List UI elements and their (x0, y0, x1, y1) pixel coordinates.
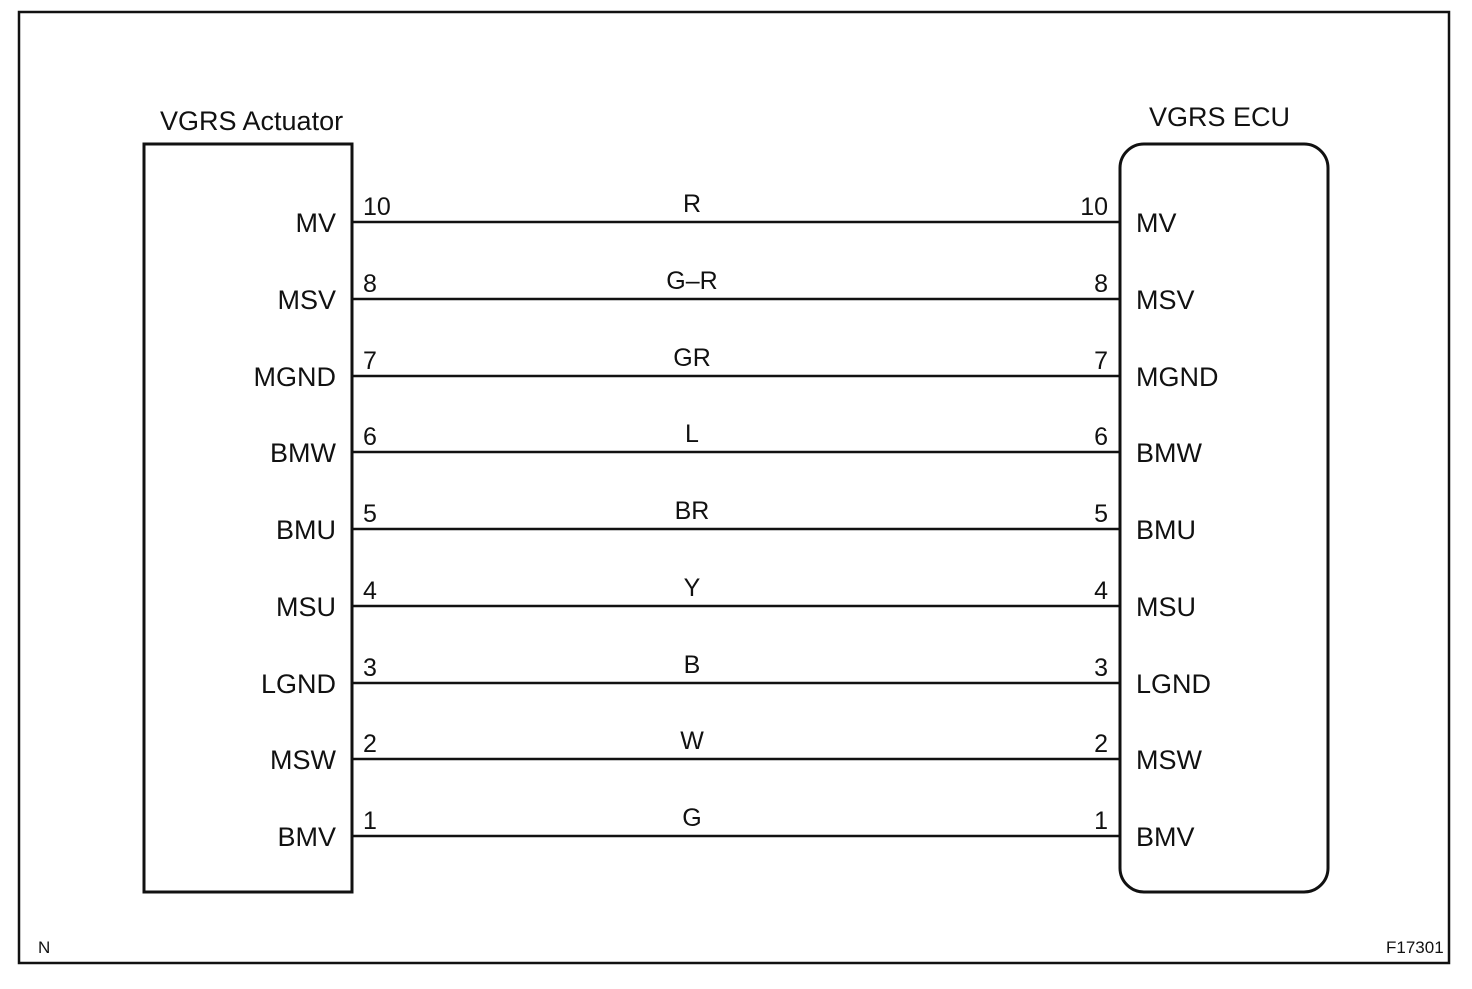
actuator-box (142, 142, 354, 894)
ecu-pin-number: 6 (1094, 423, 1108, 451)
ecu-pin-number: 1 (1094, 807, 1108, 835)
actuator-pin-number: 7 (363, 347, 377, 375)
wire-color-code: L (685, 420, 699, 448)
actuator-terminal-label: MSW (270, 745, 337, 775)
ecu-pin-number: 7 (1094, 347, 1108, 375)
ecu-terminal-label: MSV (1136, 285, 1195, 315)
ecu-pin-number: 8 (1094, 270, 1108, 298)
actuator-pin-number: 4 (363, 577, 377, 605)
wire-color-code: G (682, 804, 701, 832)
actuator-pin-number: 2 (363, 730, 377, 758)
wire-color-code: GR (673, 344, 711, 372)
actuator-terminal-label: MV (296, 208, 337, 238)
actuator-pin-number: 5 (363, 500, 377, 528)
figure-id: F17301 (1386, 938, 1444, 957)
corner-mark: N (38, 938, 50, 957)
actuator-terminal-label: BMU (276, 515, 336, 545)
actuator-terminal-label: BMW (270, 438, 337, 468)
ecu-terminal-label: BMV (1136, 822, 1195, 852)
ecu-pin-number: 5 (1094, 500, 1108, 528)
ecu-terminal-label: BMW (1136, 438, 1203, 468)
wire-color-code: W (680, 727, 704, 755)
ecu-terminal-label: MSU (1136, 592, 1196, 622)
actuator-terminal-label: LGND (261, 669, 336, 699)
actuator-title: VGRS Actuator (160, 106, 343, 136)
ecu-pin-number: 2 (1094, 730, 1108, 758)
actuator-terminal-label: MGND (254, 362, 337, 392)
actuator-pin-number: 3 (363, 654, 377, 682)
actuator-terminal-label: BMV (277, 822, 336, 852)
ecu-terminal-label: MSW (1136, 745, 1203, 775)
ecu-terminal-label: BMU (1136, 515, 1196, 545)
wire-color-code: B (684, 651, 701, 679)
ecu-pin-number: 4 (1094, 577, 1108, 605)
ecu-pin-number: 10 (1080, 193, 1108, 221)
ecu-box (1118, 142, 1330, 894)
wire-color-code: BR (675, 497, 710, 525)
actuator-pin-number: 1 (363, 807, 377, 835)
actuator-pin-number: 10 (363, 193, 391, 221)
ecu-terminal-label: MGND (1136, 362, 1219, 392)
actuator-pin-number: 6 (363, 423, 377, 451)
ecu-terminal-label: MV (1136, 208, 1177, 238)
ecu-pin-number: 3 (1094, 654, 1108, 682)
wire-color-code: R (683, 190, 701, 218)
ecu-title: VGRS ECU (1149, 102, 1290, 132)
actuator-pin-number: 8 (363, 270, 377, 298)
ecu-terminal-label: LGND (1136, 669, 1211, 699)
wire-color-code: G–R (666, 267, 717, 295)
actuator-terminal-label: MSU (276, 592, 336, 622)
diagram-frame (17, 10, 1451, 965)
actuator-terminal-label: MSV (277, 285, 336, 315)
wire-color-code: Y (684, 574, 701, 602)
